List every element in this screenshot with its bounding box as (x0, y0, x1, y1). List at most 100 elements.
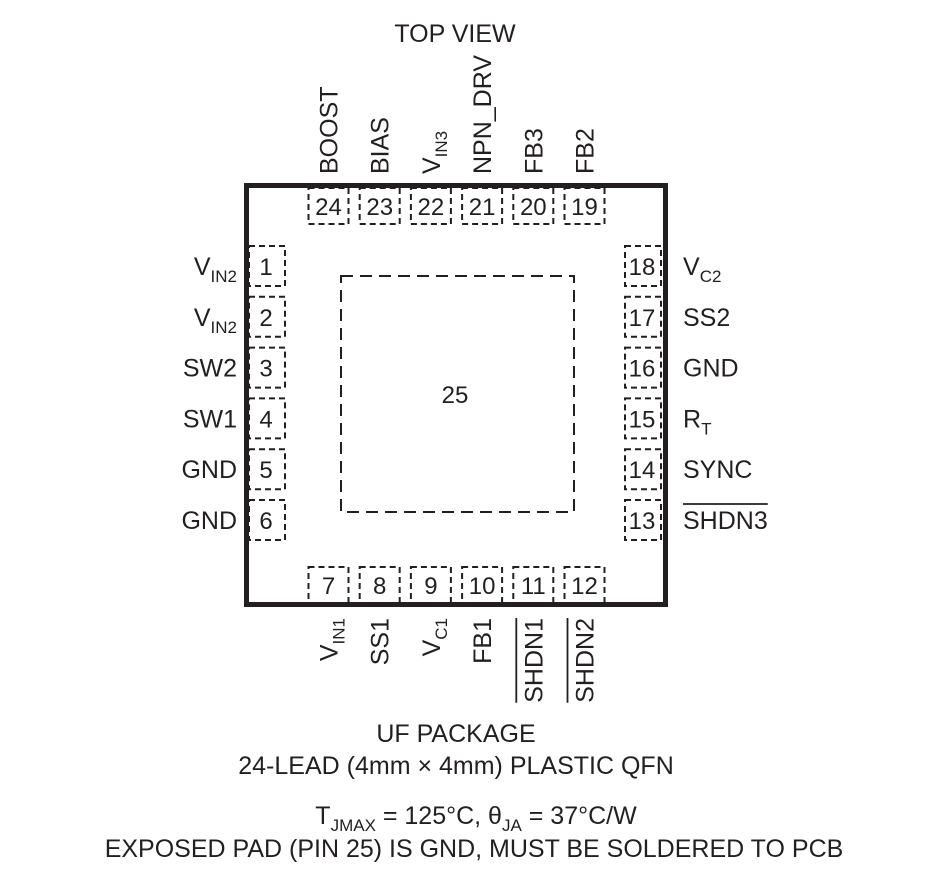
pin-15-name: RT (683, 405, 711, 438)
pin-22-vin3: VIN3 (409, 131, 452, 225)
pin-8-name: SS1 (367, 618, 395, 665)
theta-subscript: JA (502, 816, 523, 835)
pin-11-lead (512, 566, 555, 604)
pin-8-lead (358, 566, 401, 604)
pin-14-sync: SYNC (624, 448, 752, 491)
pin-12-name: SHDN2 (572, 618, 600, 703)
pin-20-name: FB3 (520, 128, 548, 174)
pin-14-name: SYNC (683, 456, 752, 484)
pin-20-lead (512, 187, 555, 225)
pin-12-shdn2: SHDN2 (563, 566, 606, 703)
pin-13-shdn3: SHDN3 (624, 499, 768, 541)
pin-19-number: 19 (571, 194, 598, 221)
pin-10-number: 10 (469, 573, 496, 600)
pin-17-ss2: SS2 (624, 295, 730, 338)
pin-2-name: VIN2 (194, 304, 237, 337)
pin-23-name: BIAS (367, 117, 395, 174)
package-caption: UF PACKAGE 24-LEAD (4mm × 4mm) PLASTIC Q… (105, 720, 844, 863)
pin-5-gnd (248, 448, 286, 491)
pin-19-name: FB2 (572, 128, 600, 174)
pin-4-sw1 (248, 397, 286, 440)
pin-16-gnd: GND (624, 346, 739, 389)
pin-18-number: 18 (629, 254, 656, 281)
exposed-pad-note: EXPOSED PAD (PIN 25) IS GND, MUST BE SOL… (105, 835, 844, 863)
pin-1-vin2 (248, 245, 286, 287)
pin-8-ss1: SS1 (358, 566, 401, 665)
pin-16-lead (624, 346, 662, 389)
pin-11-shdn1: SHDN1 (512, 566, 555, 703)
pin-1-lead (248, 245, 286, 287)
tjmax-symbol: T (315, 802, 330, 830)
pin-12-number: 12 (571, 573, 598, 600)
pin-23-number: 23 (366, 194, 393, 221)
pin-13-lead (624, 499, 662, 541)
pin-17-number: 17 (629, 305, 656, 332)
pin-15-number: 15 (629, 406, 656, 433)
pin-22-name: VIN3 (418, 131, 451, 174)
pin-4-lead (248, 397, 286, 440)
pin-22-number: 22 (418, 194, 445, 221)
pin-24-lead (307, 187, 350, 225)
pin-19-lead (563, 187, 606, 225)
pin-10-lead (461, 566, 504, 604)
pin-13-number: 13 (629, 508, 656, 535)
pin-21-lead (461, 187, 504, 225)
exposed-pad-number: 25 (442, 382, 469, 409)
pin-24-number: 24 (315, 194, 342, 221)
theta-value: = 37°C/W (522, 802, 637, 830)
pin-3-number: 3 (259, 356, 272, 383)
pin-6-lead (248, 499, 286, 541)
pin-18-vc2: VC2 (624, 245, 721, 287)
pin-14-lead (624, 448, 662, 491)
pin-20-fb3: FB3 (512, 128, 555, 225)
pin-9-lead (409, 566, 452, 604)
top-view-title: TOP VIEW (394, 20, 516, 48)
pin-19-fb2: FB2 (563, 128, 606, 225)
pin-7-vin1: VIN1 (307, 566, 350, 661)
pin-17-name: SS2 (683, 304, 730, 332)
pin-7-name: VIN1 (316, 618, 349, 661)
pin-9-number: 9 (424, 573, 437, 600)
pin-6-gnd (248, 499, 286, 541)
pin-2-vin2 (248, 295, 286, 338)
pin-15-rt: RT (624, 397, 711, 440)
pin-18-lead (624, 245, 662, 287)
pin-2-lead (248, 295, 286, 338)
pin-11-name: SHDN1 (520, 618, 548, 703)
pin-3-sw2 (248, 346, 286, 389)
pins-layer: 1VIN22VIN23SW24SW15GND6GNDVC218SS217GND1… (181, 55, 768, 703)
pin-1-name: VIN2 (194, 253, 237, 286)
pin-4-number: 4 (259, 406, 272, 433)
exposed-pad (340, 275, 575, 513)
pin-13-name: SHDN3 (683, 507, 768, 535)
pin-21-npn-drv: NPN_DRV (461, 55, 504, 225)
tjmax-value: = 125°C, θ (376, 802, 502, 830)
pin-23-bias: BIAS (358, 117, 401, 225)
pin-6-number: 6 (259, 508, 272, 535)
pin-18-name: VC2 (683, 253, 721, 286)
pin-16-name: GND (683, 355, 739, 383)
package-description: 24-LEAD (4mm × 4mm) PLASTIC QFN (238, 752, 674, 780)
pin-14-number: 14 (629, 457, 656, 484)
package-name: UF PACKAGE (376, 720, 535, 748)
pin-15-lead (624, 397, 662, 440)
pin-1-number: 1 (259, 254, 272, 281)
pin-4-name: SW1 (183, 405, 237, 433)
pin-22-lead (409, 187, 452, 225)
pin-11-number: 11 (521, 573, 546, 600)
pin-12-lead (563, 566, 606, 604)
pin-7-number: 7 (322, 573, 335, 600)
pin-10-fb1: FB1 (461, 566, 504, 664)
pin-6-name: GND (181, 507, 237, 535)
pin-9-name: VC1 (418, 618, 451, 656)
pin-17-lead (624, 295, 662, 338)
pin-7-lead (307, 566, 350, 604)
pin-21-name: NPN_DRV (469, 55, 497, 174)
pin-24-boost: BOOST (307, 86, 350, 225)
pin-21-number: 21 (469, 194, 496, 221)
pin-9-vc1: VC1 (409, 566, 452, 656)
pin-5-lead (248, 448, 286, 491)
package-body (244, 183, 668, 607)
pin-3-lead (248, 346, 286, 389)
